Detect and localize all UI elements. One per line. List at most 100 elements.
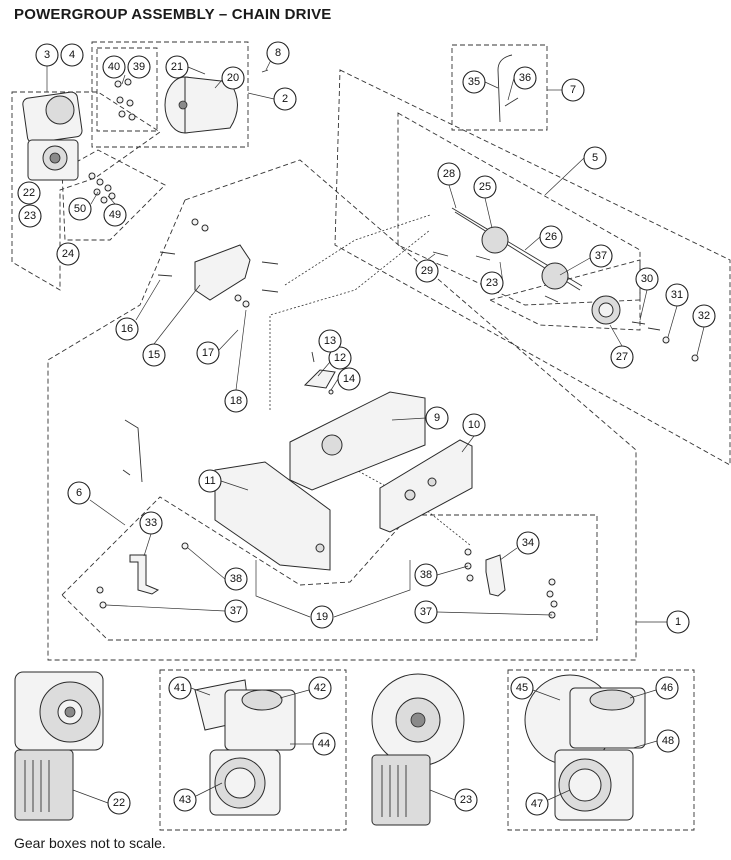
callout-circle [139, 511, 163, 535]
callout-number: 34 [522, 537, 534, 549]
callout-circle [692, 304, 716, 328]
callout-circle [414, 563, 438, 587]
callout-circle [18, 204, 42, 228]
callout-number: 22 [23, 187, 35, 199]
callout-number: 6 [76, 487, 82, 499]
key-29-drawing [432, 251, 449, 257]
callout-number: 27 [616, 351, 628, 363]
leader-lines [46, 57, 705, 804]
callout-number: 41 [174, 682, 186, 694]
callout-circle [107, 791, 131, 815]
hardware-bolts-24 [88, 172, 116, 204]
callout-2: 2 [273, 87, 297, 111]
callout-23: 23 [480, 271, 504, 295]
gearbox-22-drawing [14, 671, 104, 821]
diagram-caption: Gear boxes not to scale. [14, 835, 166, 851]
callout-26: 26 [539, 225, 563, 249]
callout-number: 30 [641, 273, 653, 285]
callout-number: 15 [148, 349, 160, 361]
callout-circle [539, 225, 563, 249]
callout-circle [561, 78, 585, 102]
callout-circle [224, 389, 248, 413]
callout-number: 24 [62, 248, 74, 260]
callout-41: 41 [168, 676, 192, 700]
bearing-drawing [591, 295, 621, 325]
gearbox-22-detail-drawing [194, 679, 296, 816]
callout-circle [589, 244, 613, 268]
plate-9-drawing [289, 391, 426, 491]
callout-number: 38 [230, 573, 242, 585]
callout-number: 3 [44, 49, 50, 61]
callout-circle [513, 66, 537, 90]
callout-number: 37 [420, 606, 432, 618]
callout-circle [273, 87, 297, 111]
callout-circle [67, 481, 91, 505]
clip-36-drawing [504, 97, 519, 107]
callout-circle [510, 676, 534, 700]
gearbox-assembly-drawing [22, 91, 83, 181]
callout-number: 28 [443, 168, 455, 180]
callout-38: 38 [224, 567, 248, 591]
callout-circle [525, 792, 549, 816]
callout-number: 7 [570, 84, 576, 96]
callout-47: 47 [525, 792, 549, 816]
callout-number: 25 [479, 181, 491, 193]
callout-24: 24 [56, 242, 80, 266]
callout-19: 19 [310, 605, 334, 629]
callout-circle [415, 259, 439, 283]
callout-32: 32 [692, 304, 716, 328]
callout-circle [666, 610, 690, 634]
callout-number: 36 [519, 72, 531, 84]
boundary-gearbox-23-detail [507, 669, 695, 831]
callout-circle [462, 413, 486, 437]
callout-37: 37 [224, 599, 248, 623]
callout-number: 19 [316, 611, 328, 623]
callout-circle [656, 729, 680, 753]
callout-number: 14 [343, 373, 355, 385]
callout-30: 30 [635, 267, 659, 291]
callout-number: 9 [434, 412, 440, 424]
callout-4: 4 [60, 43, 84, 67]
callout-42: 42 [308, 676, 332, 700]
callout-circle [437, 162, 461, 186]
callout-circle [221, 66, 245, 90]
callout-circle [165, 55, 189, 79]
clip-drawing [122, 469, 131, 476]
boundary-hardware-24 [61, 149, 166, 241]
callout-number: 29 [421, 265, 433, 277]
callout-circle [414, 600, 438, 624]
screw-37-left2-drawing [99, 601, 107, 609]
callout-12: 12 [328, 346, 352, 370]
bolt-30-drawing [631, 321, 646, 325]
callout-number: 17 [202, 347, 214, 359]
callout-circle [310, 605, 334, 629]
callout-circle [266, 41, 290, 65]
bracket-33-drawing [129, 554, 160, 595]
callout-9: 9 [425, 406, 449, 430]
callout-circle [462, 70, 486, 94]
callout-31: 31 [665, 283, 689, 307]
callout-18: 18 [224, 389, 248, 413]
plate-10-drawing [379, 439, 473, 533]
callout-number: 18 [230, 395, 242, 407]
callout-29: 29 [415, 259, 439, 283]
callout-22: 22 [17, 181, 41, 205]
callout-circle [102, 55, 126, 79]
bolt-30b-drawing [647, 327, 661, 331]
callout-circle [454, 788, 478, 812]
screw-37-left-drawing [96, 586, 104, 594]
callout-27: 27 [610, 345, 634, 369]
callout-number: 47 [531, 798, 543, 810]
callout-48: 48 [656, 729, 680, 753]
callout-number: 39 [133, 61, 145, 73]
boundary-hardware-21 [96, 47, 158, 132]
latch-12-drawing [303, 369, 336, 389]
callout-38: 38 [414, 563, 438, 587]
callout-circle [198, 469, 222, 493]
callout-3: 3 [35, 43, 59, 67]
callout-1: 1 [666, 610, 690, 634]
callout-13: 13 [318, 329, 342, 353]
callout-circle [337, 367, 361, 391]
callout-number: 4 [69, 49, 75, 61]
